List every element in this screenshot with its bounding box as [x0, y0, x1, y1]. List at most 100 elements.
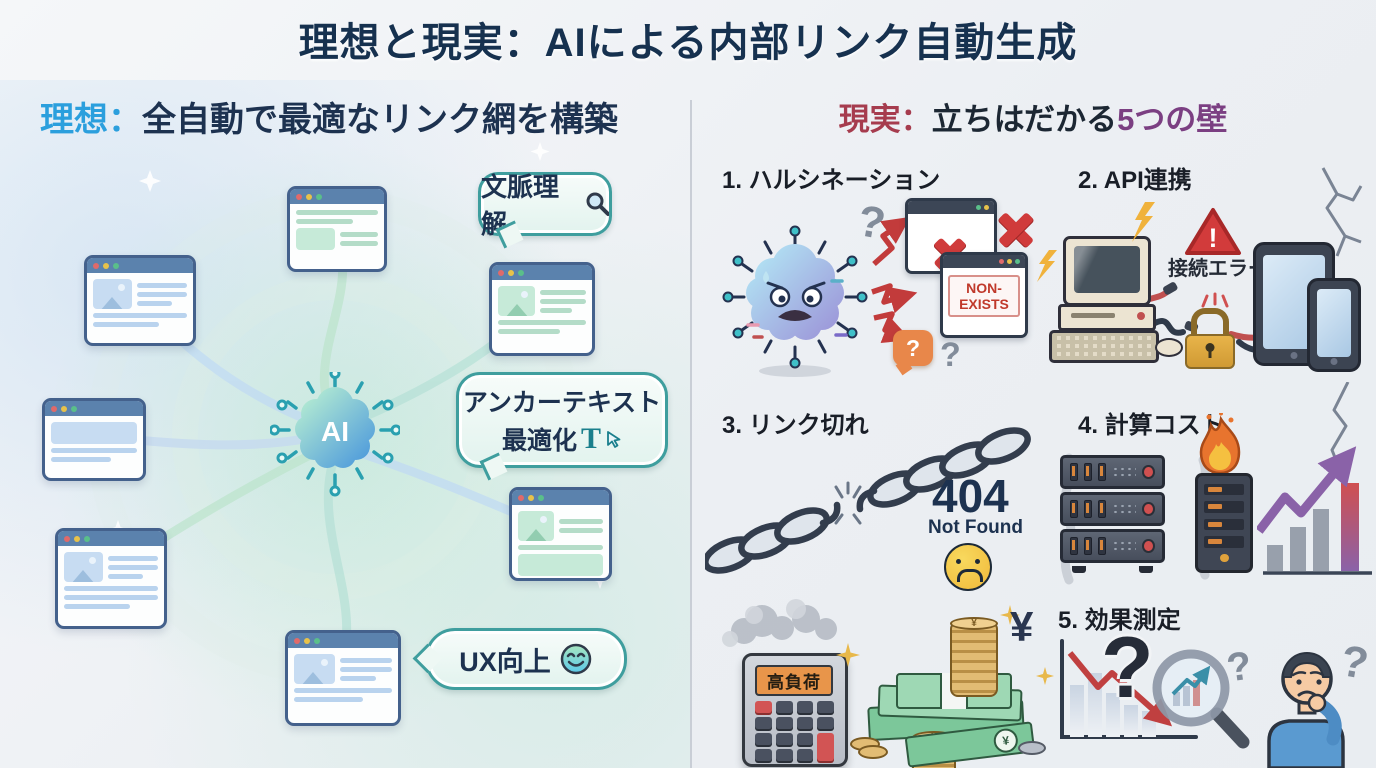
- text-cursor-icon: T: [581, 422, 602, 455]
- webpage-card: [42, 398, 146, 481]
- reality-heading-accent: 現実：: [838, 102, 932, 137]
- exclamation-mark: !: [1209, 223, 1218, 253]
- question-mark: ?: [1101, 620, 1154, 716]
- sparkle-icon: [1000, 605, 1020, 625]
- image-placeholder-icon: [294, 654, 336, 684]
- question-mark: ?: [940, 336, 961, 374]
- reality-heading: 現実：立ちはだかる5つの壁: [690, 94, 1376, 139]
- money-pile: ¥ ¥ ¥ ¥ ¥: [836, 603, 1054, 768]
- warning-triangle-icon: !: [1185, 208, 1241, 255]
- window-dot-icon: [999, 259, 1004, 264]
- lightning-icon: [1037, 250, 1057, 282]
- item3-label: 3. リンク切れ: [722, 412, 869, 439]
- text-line: [51, 448, 137, 453]
- confused-brain-icon: [722, 225, 868, 377]
- ideal-heading-accent: 理想：: [40, 101, 142, 139]
- mouse-cursor-icon: [607, 430, 621, 448]
- text-line: [296, 210, 378, 215]
- panel-divider: [690, 100, 692, 768]
- api-illustration: 2. API連携: [1035, 150, 1376, 395]
- keyboard-icon: [1049, 330, 1159, 363]
- nonexistent-page-card: NON- EXISTS: [940, 252, 1028, 338]
- flame-icon: [1199, 413, 1241, 475]
- image-placeholder-icon: [64, 552, 104, 582]
- window-dot-icon: [306, 193, 312, 200]
- coin-stack-icon: ¥: [950, 617, 998, 697]
- text-line: [137, 291, 187, 297]
- text-line: [137, 300, 173, 306]
- non-exists-label: NON- EXISTS: [948, 275, 1020, 318]
- browser-titlebar: [58, 531, 164, 546]
- browser-titlebar: [943, 255, 1025, 268]
- text-line: [64, 604, 130, 609]
- smartphone-icon: [1307, 278, 1361, 372]
- image-placeholder-icon: [518, 511, 554, 541]
- ux-bubble: UX向上: [412, 628, 627, 690]
- window-dot-icon: [984, 205, 989, 210]
- magnifier-icon: [586, 192, 609, 216]
- page-title: 理想と現実：AIによる内部リンク自動生成: [298, 21, 1078, 65]
- sparkle-icon: [1036, 667, 1054, 685]
- content-block: [296, 228, 335, 250]
- reality-heading-highlight: 5つの壁: [1117, 102, 1228, 137]
- item4-label: 4. 計算コスト: [1078, 412, 1225, 439]
- window-dot-icon: [314, 637, 320, 644]
- window-dot-icon: [508, 269, 514, 276]
- context-bubble: 文脈理解: [478, 172, 612, 249]
- window-dot-icon: [976, 205, 981, 210]
- text-line: [108, 564, 158, 570]
- text-line: [108, 555, 158, 561]
- crt-monitor-icon: [1063, 236, 1151, 306]
- server-rack-icon: [1060, 455, 1165, 573]
- item5-label: 5. 効果測定: [1058, 607, 1181, 634]
- text-line: [340, 675, 377, 681]
- window-dot-icon: [528, 494, 534, 501]
- browser-titlebar: [288, 633, 398, 648]
- text-line: [296, 219, 354, 224]
- window-dot-icon: [316, 193, 322, 200]
- window-dot-icon: [296, 193, 302, 200]
- hallucination-illustration: 1. ハルシネーション: [700, 150, 1036, 392]
- worried-face: [766, 281, 826, 321]
- text-line: [64, 586, 158, 591]
- context-bubble-label: 文脈理解: [481, 172, 560, 239]
- window-dot-icon: [64, 535, 70, 542]
- browser-titlebar: [290, 189, 384, 204]
- text-line: [108, 573, 144, 579]
- text-line: [518, 545, 603, 550]
- text-line: [51, 457, 112, 462]
- sad-face-icon: [944, 543, 992, 591]
- declining-chart-icon: [1060, 639, 1198, 739]
- webpage-card: [84, 255, 196, 346]
- window-dot-icon: [294, 637, 300, 644]
- compute-cost-illustration: 4. 計算コスト: [1045, 395, 1376, 600]
- text-line: [93, 313, 187, 318]
- window-dot-icon: [103, 262, 109, 269]
- coin-icon: [858, 745, 888, 759]
- browser-titlebar: [45, 401, 143, 416]
- ux-bubble-label: UX向上: [459, 646, 551, 677]
- mouse-icon: [1155, 338, 1183, 357]
- coin-icon: [1018, 741, 1046, 755]
- text-line: [539, 298, 586, 304]
- rising-cost-chart-icon: [1257, 446, 1372, 575]
- item2-label: 2. API連携: [1078, 167, 1192, 194]
- text-line: [498, 320, 586, 325]
- text-line: [539, 307, 573, 313]
- computer-unit-icon: [1058, 304, 1156, 331]
- browser-titlebar: [512, 490, 609, 505]
- cost-money-illustration: 高負荷 ¥ ¥ ¥ ¥ ¥: [700, 595, 1054, 768]
- magnifier-chart-icon: [1152, 649, 1250, 749]
- webpage-card: [509, 487, 612, 581]
- browser-titlebar: [492, 265, 592, 280]
- window-dot-icon: [74, 535, 80, 542]
- window-dot-icon: [61, 405, 67, 412]
- connection-error-label: 接続エラー: [1168, 258, 1268, 280]
- webpage-card: [285, 630, 401, 726]
- image-placeholder-icon: [498, 286, 535, 316]
- text-line: [137, 282, 187, 288]
- window-dot-icon: [538, 494, 544, 501]
- window-dot-icon: [518, 494, 524, 501]
- window-dot-icon: [1007, 259, 1012, 264]
- broken-chain-icon: [705, 427, 1031, 574]
